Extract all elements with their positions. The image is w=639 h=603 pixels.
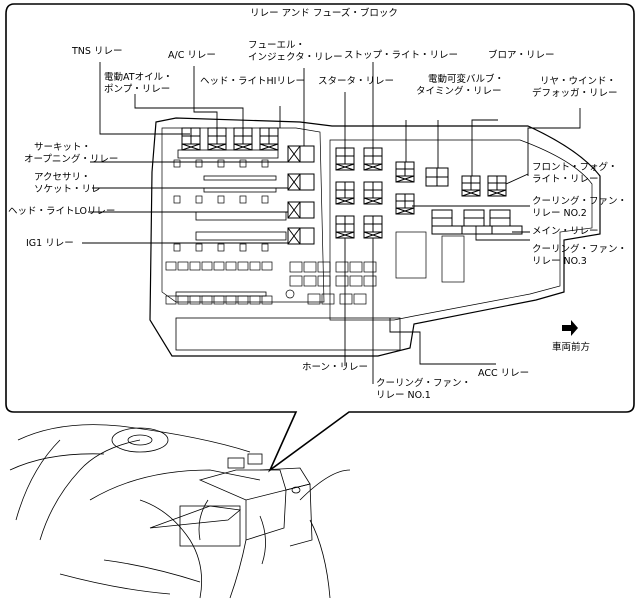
cooling-fan-relay-3-label-1: クーリング・ファン・: [532, 244, 628, 255]
car-illustration: [9, 424, 351, 599]
blower-relay-label: ブロア・リレー: [488, 50, 555, 61]
fuel-injector-relay-label-1: フューエル・: [248, 40, 306, 51]
small-fuses: [165, 159, 465, 305]
cooling-fan-relay-2-label-1: クーリング・ファン・: [532, 196, 628, 207]
fuel-injector-relay-label-2: インジェクタ・リレー: [248, 52, 343, 63]
fuse-strips: [175, 149, 287, 297]
front-fog-light-relay-label-2: ライト・リレー: [532, 174, 599, 185]
horn-relay-label: ホーン・リレー: [302, 362, 369, 373]
cooling-fan-relay-3-label-2: リレー NO.3: [532, 256, 587, 267]
rear-window-defogger-relay-label-1: リヤ・ウインド・: [540, 76, 617, 87]
diagram-title: リレー アンド フューズ・ブロック: [250, 8, 398, 19]
main-relay-label: メイン・リレー: [532, 226, 599, 237]
headlight-lo-relay-label: ヘッド・ライトLOリレー: [8, 206, 116, 217]
at-oil-pump-relay-label-1: 電動ATオイル・: [104, 72, 173, 83]
cooling-fan-relay-2-label-2: リレー NO.2: [532, 208, 587, 219]
circuit-opening-relay-label-1: サーキット・: [34, 142, 92, 153]
front-fog-light-relay-label-1: フロント・フォグ・: [532, 162, 618, 173]
rear-window-defogger-relay-label-2: デフォッガ・リレー: [532, 88, 618, 99]
variable-valve-timing-relay-label-2: タイミング・リレー: [416, 86, 502, 97]
stop-light-relay-label: ストップ・ライト・リレー: [344, 50, 459, 61]
block-inner-edge: [161, 127, 325, 303]
block-housing: [149, 117, 601, 357]
right-arrow-icon: [562, 320, 578, 336]
tns-relay-label: TNS リレー: [72, 46, 123, 57]
headlight-hi-relay-label: ヘッド・ライトHIリレー: [200, 76, 305, 87]
relays: [181, 127, 523, 245]
starter-relay-label: スタータ・リレー: [318, 76, 395, 87]
variable-valve-timing-relay-label-1: 電動可変バルブ・: [428, 74, 505, 85]
accessory-socket-relay-label-1: アクセサリ・: [34, 172, 91, 183]
at-oil-pump-relay-label-2: ポンプ・リレー: [104, 84, 171, 95]
callout-frame: [5, 3, 635, 473]
ig1-relay-label: IG1 リレー: [26, 238, 74, 249]
ac-relay-label: A/C リレー: [168, 50, 216, 61]
accessory-socket-relay-label-2: ソケット・リレー: [34, 184, 111, 195]
cooling-fan-relay-1-label-1: クーリング・ファン・: [376, 378, 472, 389]
circuit-opening-relay-label-2: オープニング・リレー: [24, 154, 119, 165]
leader-lines: [82, 62, 581, 384]
vehicle-front-label: 車両前方: [552, 342, 591, 353]
cooling-fan-relay-1-label-2: リレー NO.1: [376, 390, 431, 401]
lower-bay: [175, 317, 401, 351]
acc-relay-label: ACC リレー: [478, 368, 530, 379]
block-inner-right: [329, 139, 593, 321]
